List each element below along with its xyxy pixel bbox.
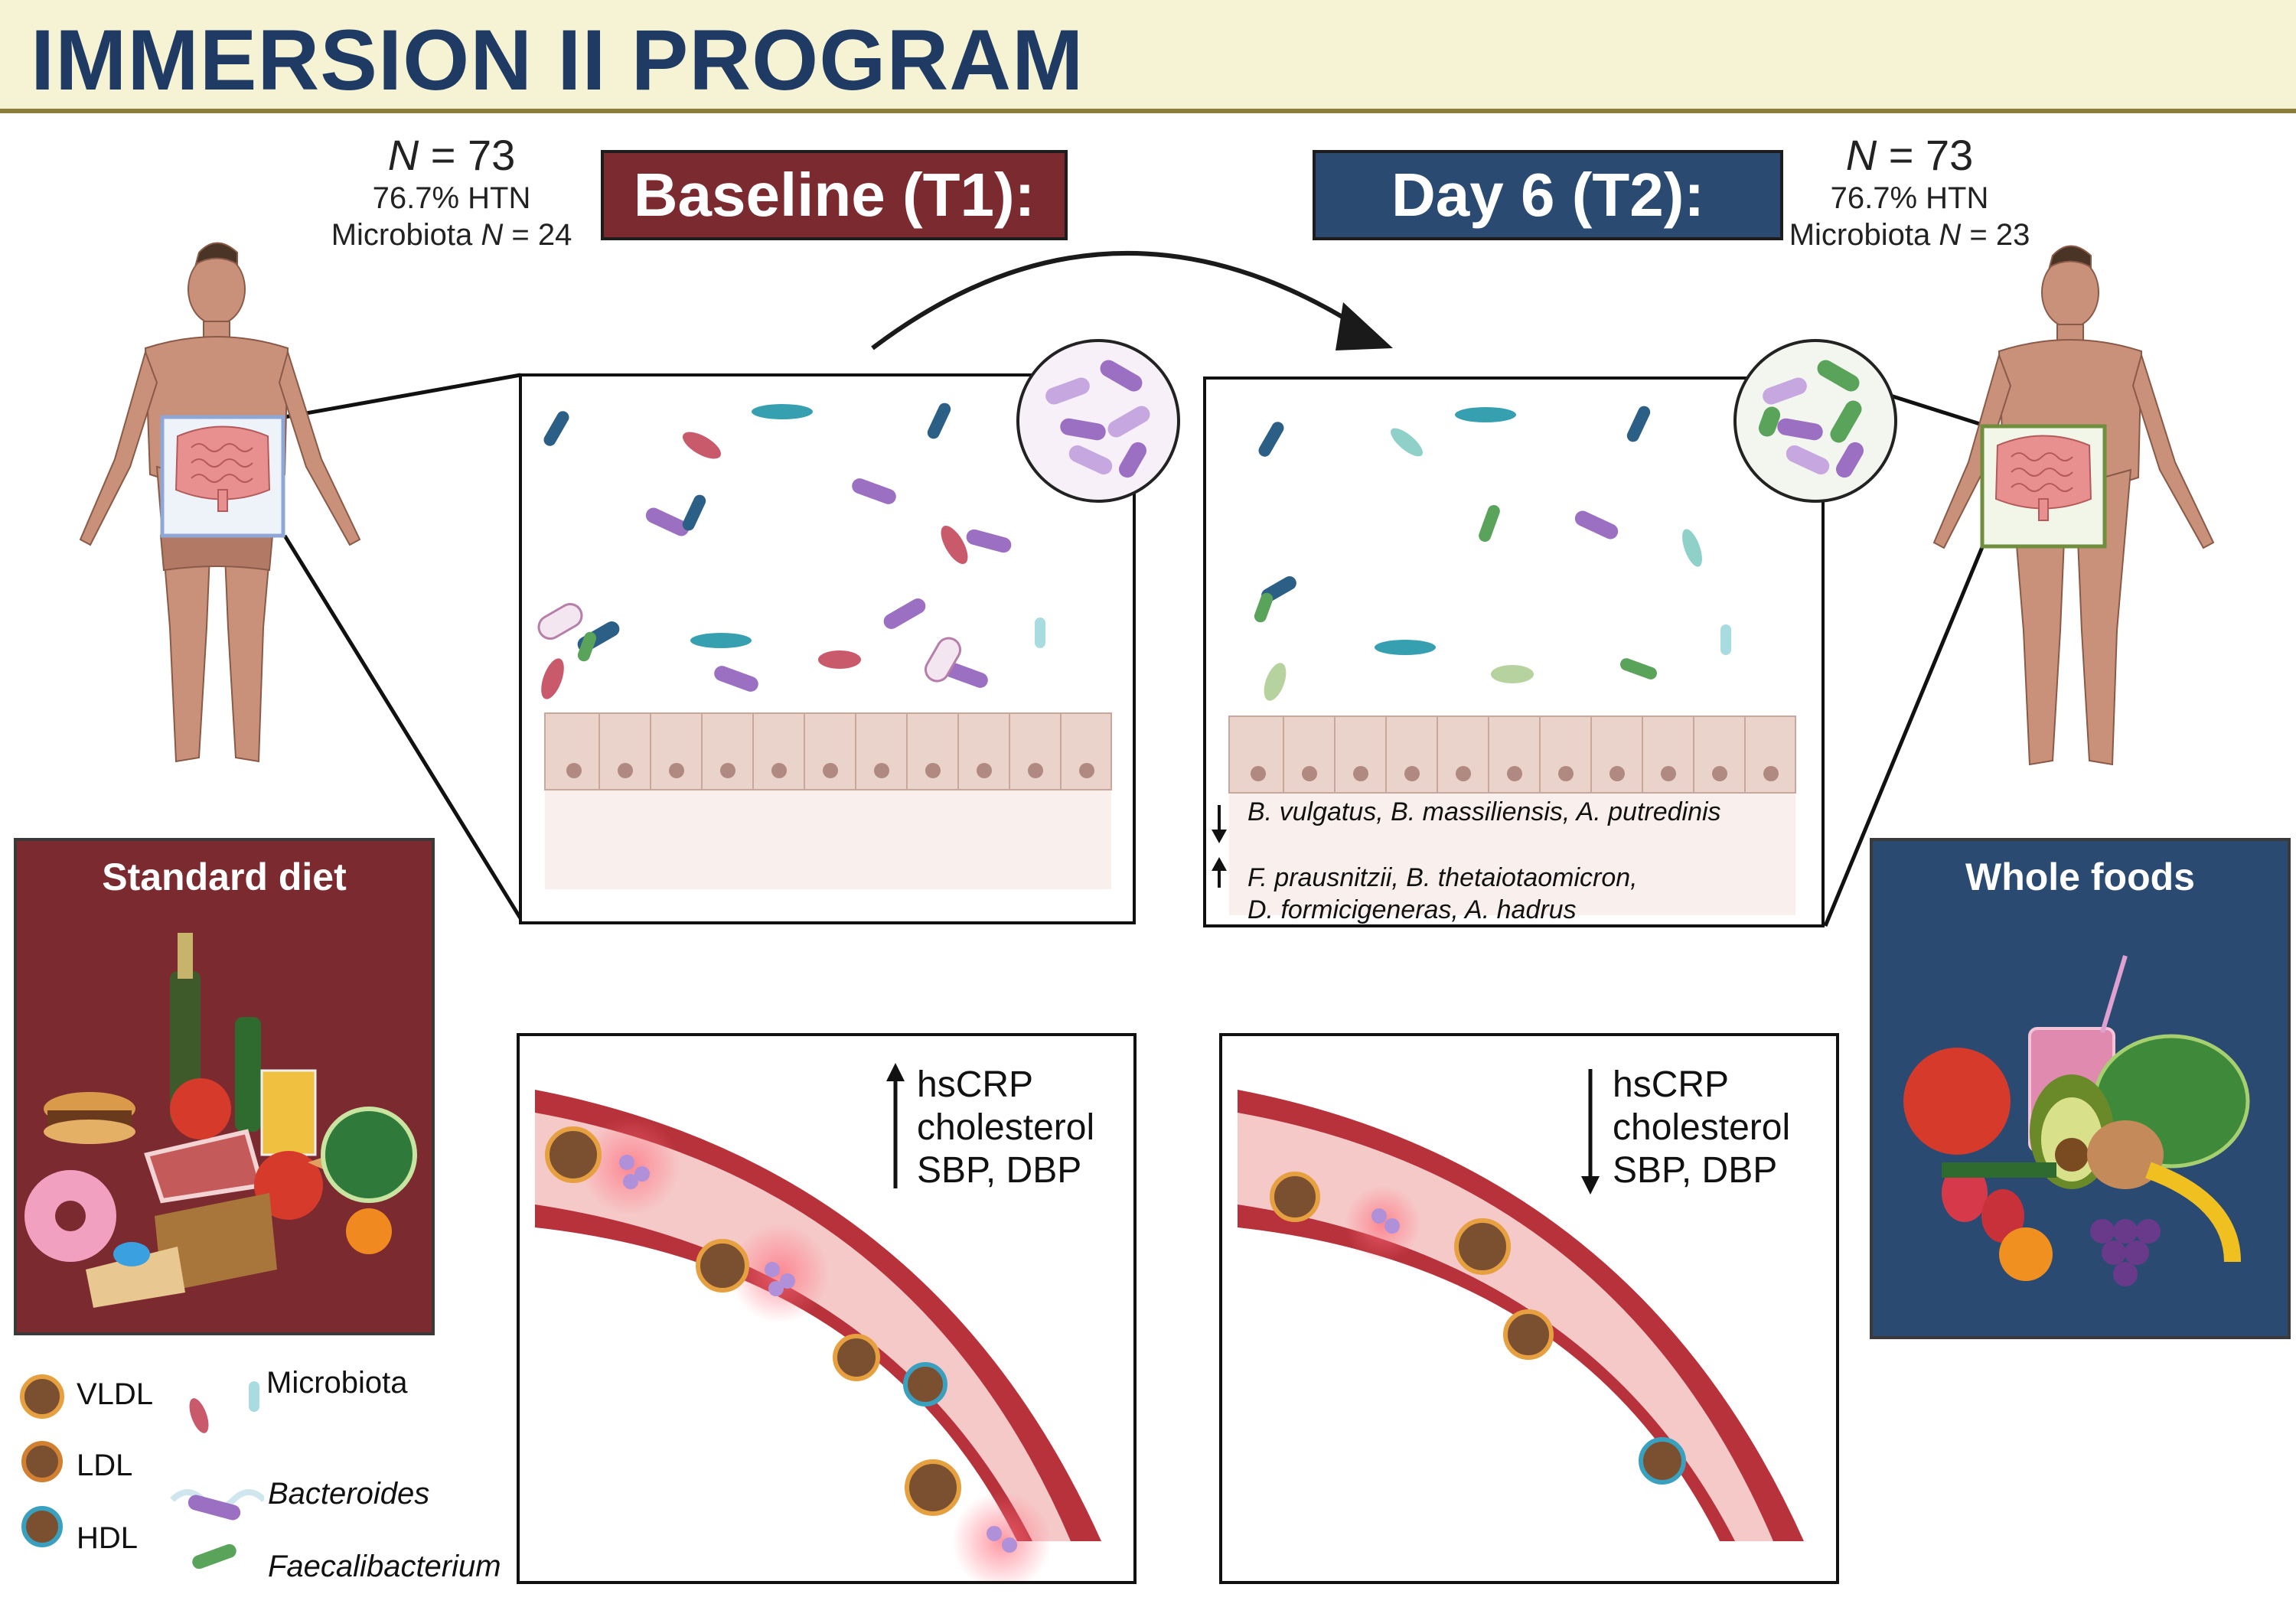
epithelium-baseline	[544, 712, 1112, 790]
title-bar: IMMERSION II PROGRAM	[0, 0, 2296, 113]
gut-illustration-day6	[1228, 406, 1796, 915]
taxa-arrows	[1212, 805, 1227, 888]
up-arrow-icon	[1212, 857, 1227, 871]
faecalibacterium-icon	[192, 1543, 236, 1570]
vldl-particle-day6	[1270, 1172, 1554, 1360]
day6-label: Day 6 (T2):	[1313, 150, 1783, 240]
legend-icons	[20, 1374, 264, 1570]
taxa-increased-2: D. formicigeneras, A. hadrus	[1247, 895, 1577, 924]
microbe-icon	[189, 1398, 209, 1433]
zoom-line-top-left	[284, 373, 521, 419]
zoom-line-bottom-right	[1823, 546, 1985, 927]
whole-foods-label: Whole foods	[1965, 856, 2195, 898]
day6-microbiota-n: Microbiota N = 23	[1789, 218, 2030, 252]
time-arrow	[871, 250, 1364, 350]
magnifier-baseline	[1016, 339, 1180, 503]
day6-htn: 76.7% HTN	[1830, 181, 1989, 215]
biomarkers-baseline: hsCRP cholesterol SBP, DBP	[917, 1064, 1095, 1191]
epithelium-day6	[1228, 715, 1796, 794]
gut-panel-day6	[1203, 376, 1825, 927]
day6-stats: N = 73 76.7% HTN Microbiota N = 23	[1772, 130, 2047, 253]
whole-foods-food	[1903, 955, 2250, 1286]
time-arrow-head	[1336, 302, 1393, 350]
intestine-left	[174, 425, 271, 512]
zoom-line-bottom-left	[282, 534, 523, 920]
legend-microbiota: Microbiota	[266, 1366, 408, 1400]
intestine-right	[1994, 435, 2092, 521]
taxa-decreased: B. vulgatus, B. massiliensis, A. putredi…	[1247, 797, 1721, 826]
baseline-n: N = 73	[387, 131, 516, 179]
bacteria-baseline	[537, 403, 1045, 699]
biomarker-down-arrow	[1581, 1069, 1600, 1195]
hdl-particle-day6	[1639, 1437, 1686, 1485]
vldl-particle	[545, 1126, 961, 1516]
biomarkers-day6: hsCRP cholesterol SBP, DBP	[1613, 1064, 1791, 1191]
baseline-label: Baseline (T1):	[601, 150, 1068, 240]
vessel-illustration-day6	[1238, 1090, 1804, 1541]
hdl-icon	[21, 1506, 63, 1547]
gut-panel-baseline	[519, 373, 1136, 924]
legend-bacteroides: Bacteroides	[268, 1477, 430, 1511]
baseline-stats: N = 73 76.7% HTN Microbiota N = 24	[314, 130, 589, 253]
bacteria-day6	[1254, 406, 1731, 701]
vessel-panel-day6	[1219, 1033, 1839, 1584]
gut-illustration-baseline	[537, 403, 1112, 889]
bacteroides-icon	[188, 1495, 241, 1521]
vldl-icon	[20, 1374, 64, 1419]
whole-foods-box: Whole foods	[1870, 838, 2291, 1339]
baseline-htn: 76.7% HTN	[372, 181, 531, 215]
legend-hdl: HDL	[77, 1521, 139, 1555]
magnifier-day6	[1733, 339, 1897, 503]
figure-title: IMMERSION II PROGRAM	[31, 12, 1084, 108]
up-arrow-icon	[886, 1063, 905, 1081]
day6-n: N = 73	[1845, 131, 1974, 179]
vessel-illustration-baseline	[535, 1090, 1101, 1591]
standard-diet-food	[24, 933, 417, 1308]
down-arrow-icon	[1212, 830, 1227, 843]
microbe-icon-2	[249, 1381, 259, 1412]
hdl-particle	[903, 1362, 947, 1407]
standard-diet-label: Standard diet	[102, 856, 347, 898]
legend-vldl: VLDL	[77, 1377, 154, 1411]
standard-diet-box: Standard diet	[14, 838, 435, 1335]
ldl-icon	[21, 1441, 63, 1482]
legend-ldl: LDL	[77, 1449, 133, 1482]
biomarker-up-arrow	[886, 1063, 905, 1188]
taxa-increased-1: F. prausnitzii, B. thetaiotaomicron,	[1247, 863, 1638, 892]
down-arrow-icon	[1581, 1176, 1600, 1195]
legend-faecalibacterium: Faecalibacterium	[268, 1550, 501, 1583]
baseline-microbiota-n: Microbiota N = 24	[331, 218, 572, 252]
vessel-panel-baseline	[517, 1033, 1137, 1591]
